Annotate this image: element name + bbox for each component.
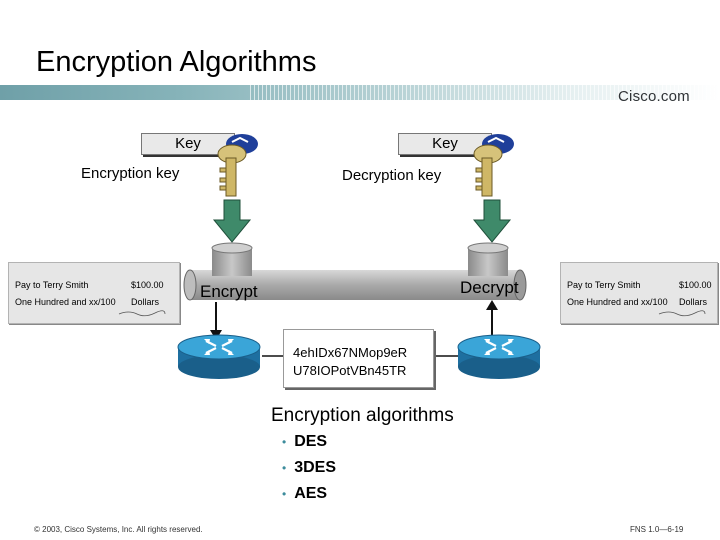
ciphertext-line-2: U78IOPotVBn45TR <box>293 363 407 378</box>
check-amount-words: One Hundred and xx/100 <box>567 297 668 307</box>
check-unit: Dollars <box>131 297 160 307</box>
algorithm-item: •3DES <box>282 459 336 476</box>
bullet-icon: • <box>282 461 287 475</box>
check-right: Pay to Terry Smith $100.00 One Hundred a… <box>560 262 718 324</box>
page-title: Encryption Algorithms <box>36 46 317 78</box>
encrypt-label: Encrypt <box>200 282 258 301</box>
bullet-icon: • <box>282 435 287 449</box>
check-payee: Pay to Terry Smith <box>567 280 641 290</box>
arrow-up-icon <box>486 300 498 338</box>
algorithm-item: •AES <box>282 485 328 502</box>
router-icon-left <box>177 334 261 379</box>
link-line <box>262 355 458 357</box>
algorithms-title: Encryption algorithms <box>271 405 454 426</box>
ciphertext-box: 4ehIDx67NMop9eR U78IOPotVBn45TR <box>283 329 434 388</box>
encryption-key-label: Encryption key <box>81 165 180 182</box>
check-amount: $100.00 <box>679 280 712 290</box>
router-icon-right <box>457 334 541 379</box>
encryption-pipe <box>183 242 527 301</box>
down-arrow-icon-right <box>472 199 512 243</box>
check-unit: Dollars <box>679 297 708 307</box>
ciphertext-line-1: 4ehIDx67NMop9eR <box>293 345 408 360</box>
check-amount-words: One Hundred and xx/100 <box>15 297 116 307</box>
signature-icon <box>118 310 166 317</box>
brand-logo: Cisco.com <box>618 88 690 105</box>
signature-icon <box>658 310 706 317</box>
key-icon-left <box>217 134 258 197</box>
bullet-icon: • <box>282 487 287 501</box>
footer-copyright: © 2003, Cisco Systems, Inc. All rights r… <box>34 525 203 534</box>
check-payee: Pay to Terry Smith <box>15 280 89 290</box>
key-icon-right <box>473 134 514 197</box>
check-left: Pay to Terry Smith $100.00 One Hundred a… <box>8 262 180 324</box>
decryption-key-label: Decryption key <box>342 167 442 184</box>
decrypt-label: Decrypt <box>460 278 519 297</box>
header-stripes <box>250 85 720 100</box>
algorithm-item: •DES <box>282 433 328 450</box>
down-arrow-icon-left <box>212 199 252 243</box>
check-amount: $100.00 <box>131 280 164 290</box>
footer-page-number: FNS 1.0—6-19 <box>630 525 684 534</box>
